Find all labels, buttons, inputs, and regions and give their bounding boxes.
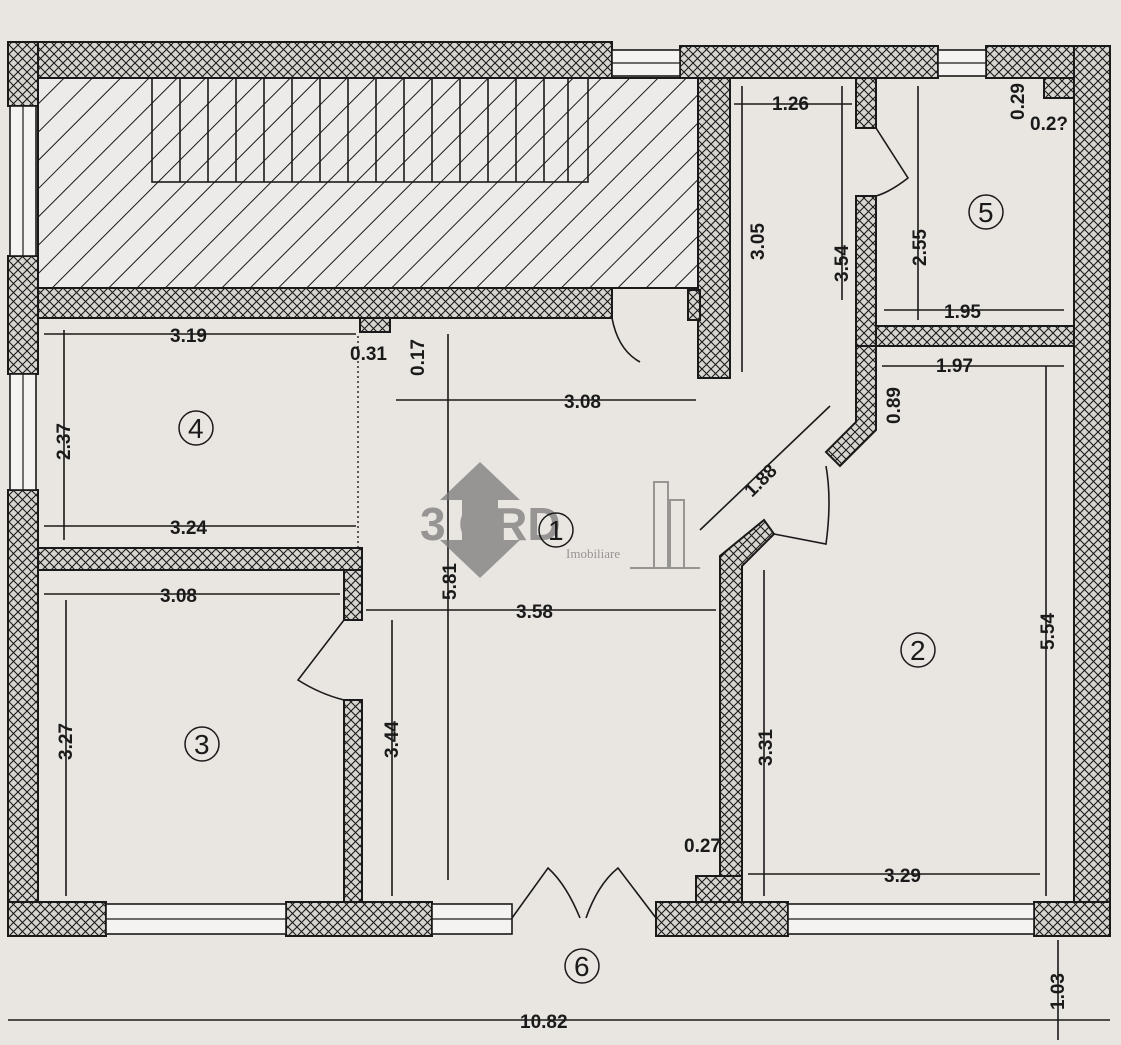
- dim-0-29: 0.29: [1008, 83, 1029, 120]
- dim-0-27: 0.27: [684, 836, 721, 857]
- logo-arrow-icon: [440, 462, 520, 578]
- dim-5-54: 5.54: [1038, 613, 1059, 650]
- dim-3-19: 3.19: [170, 326, 207, 347]
- dim-1-03: 1.03: [1048, 973, 1069, 1010]
- dim-3-08-left: 3.08: [160, 586, 197, 607]
- dim-0-89: 0.89: [884, 387, 905, 424]
- dim-1-97: 1.97: [936, 356, 973, 377]
- dim-3-27: 3.27: [56, 723, 77, 760]
- dim-1-95: 1.95: [944, 302, 981, 323]
- room-1-label: 1: [548, 515, 564, 546]
- dim-3-31: 3.31: [756, 729, 777, 766]
- dim-3-08-top: 3.08: [564, 392, 601, 413]
- doors: [296, 127, 910, 919]
- logo-text: 3 ORD: [420, 498, 561, 550]
- room-2-label: 2: [910, 635, 926, 666]
- dimension-lines: [8, 86, 1110, 1040]
- dimension-labels: 1.26 0.29 0.2? 3.05 3.54 2.55 1.95 1.97 …: [54, 83, 1069, 1033]
- dim-10-82: 10.82: [520, 1012, 568, 1033]
- room-5-label: 5: [978, 197, 994, 228]
- dim-3-44: 3.44: [382, 721, 403, 758]
- dim-3-05: 3.05: [748, 223, 769, 260]
- dim-2-37: 2.37: [54, 423, 75, 460]
- logo-subtext: Imobiliare: [566, 546, 620, 561]
- dim-3-29: 3.29: [884, 866, 921, 887]
- room-6-circle: [564, 948, 600, 984]
- room-labels: 1 2 3 4 5 6: [178, 194, 1004, 984]
- staircase-area: [37, 77, 699, 289]
- room-4-label: 4: [188, 413, 204, 444]
- dim-1-26: 1.26: [772, 94, 809, 115]
- room-6-label: 6: [574, 951, 590, 982]
- room-4-circle: [178, 410, 214, 446]
- dim-5-81: 5.81: [440, 563, 461, 600]
- room-2-circle: [900, 632, 936, 668]
- dim-3-24: 3.24: [170, 518, 207, 539]
- logo: 3 ORD Imobiliare: [420, 462, 700, 578]
- dim-2-55: 2.55: [910, 229, 931, 266]
- dim-0-31: 0.31: [350, 344, 387, 365]
- stair-steps: [151, 77, 589, 183]
- dim-0-17: 0.17: [408, 339, 429, 376]
- dim-3-54: 3.54: [832, 245, 853, 282]
- room-3-circle: [184, 726, 220, 762]
- dim-3-58: 3.58: [516, 602, 553, 623]
- dim-0-2x: 0.2?: [1030, 114, 1068, 135]
- room-3-label: 3: [194, 729, 210, 760]
- room-1-circle: [538, 512, 574, 548]
- room-5-circle: [968, 194, 1004, 230]
- building-icon: [630, 481, 700, 569]
- windows: [9, 49, 1035, 935]
